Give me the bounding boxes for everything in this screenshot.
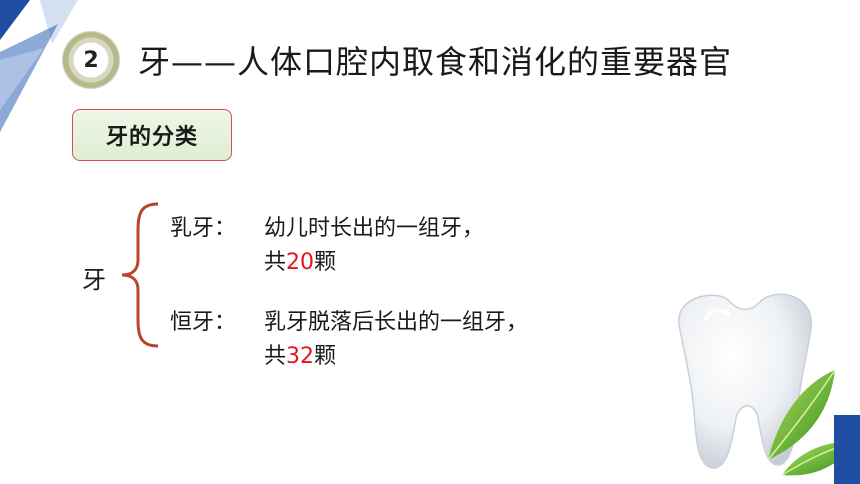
entry-count: 共20颗 — [264, 246, 336, 280]
corner-decoration — [0, 0, 78, 132]
category-box: 牙的分类 — [72, 109, 232, 161]
count-prefix: 共 — [264, 344, 287, 369]
section-number-badge: 2 — [62, 31, 120, 89]
title-bar: 2 牙——人体口腔内取食和消化的重要器官 — [62, 30, 732, 90]
entry-description: 幼儿时长出的一组牙， — [264, 216, 485, 241]
entry-baby-teeth: 乳牙： 幼儿时长出的一组牙， 共20颗 — [170, 212, 590, 280]
classification-root: 牙 — [82, 266, 106, 294]
entry-name: 乳牙： — [170, 216, 237, 241]
count-number: 20 — [286, 250, 315, 275]
count-prefix: 共 — [264, 250, 287, 275]
count-suffix: 颗 — [314, 344, 337, 369]
entry-permanent-teeth: 恒牙： 乳牙脱落后长出的一组牙， 共32颗 — [170, 306, 630, 374]
count-suffix: 颗 — [314, 250, 337, 275]
section-number: 2 — [83, 47, 99, 73]
tooth-icon — [677, 293, 856, 476]
entry-description: 乳牙脱落后长出的一组牙， — [264, 310, 529, 335]
entry-count: 共32颗 — [264, 340, 336, 374]
category-label: 牙的分类 — [105, 125, 198, 150]
page-title: 牙——人体口腔内取食和消化的重要器官 — [138, 43, 733, 81]
entry-name: 恒牙： — [170, 310, 237, 335]
curly-brace — [121, 202, 159, 348]
count-number: 32 — [286, 344, 315, 369]
corner-accent — [834, 415, 860, 484]
